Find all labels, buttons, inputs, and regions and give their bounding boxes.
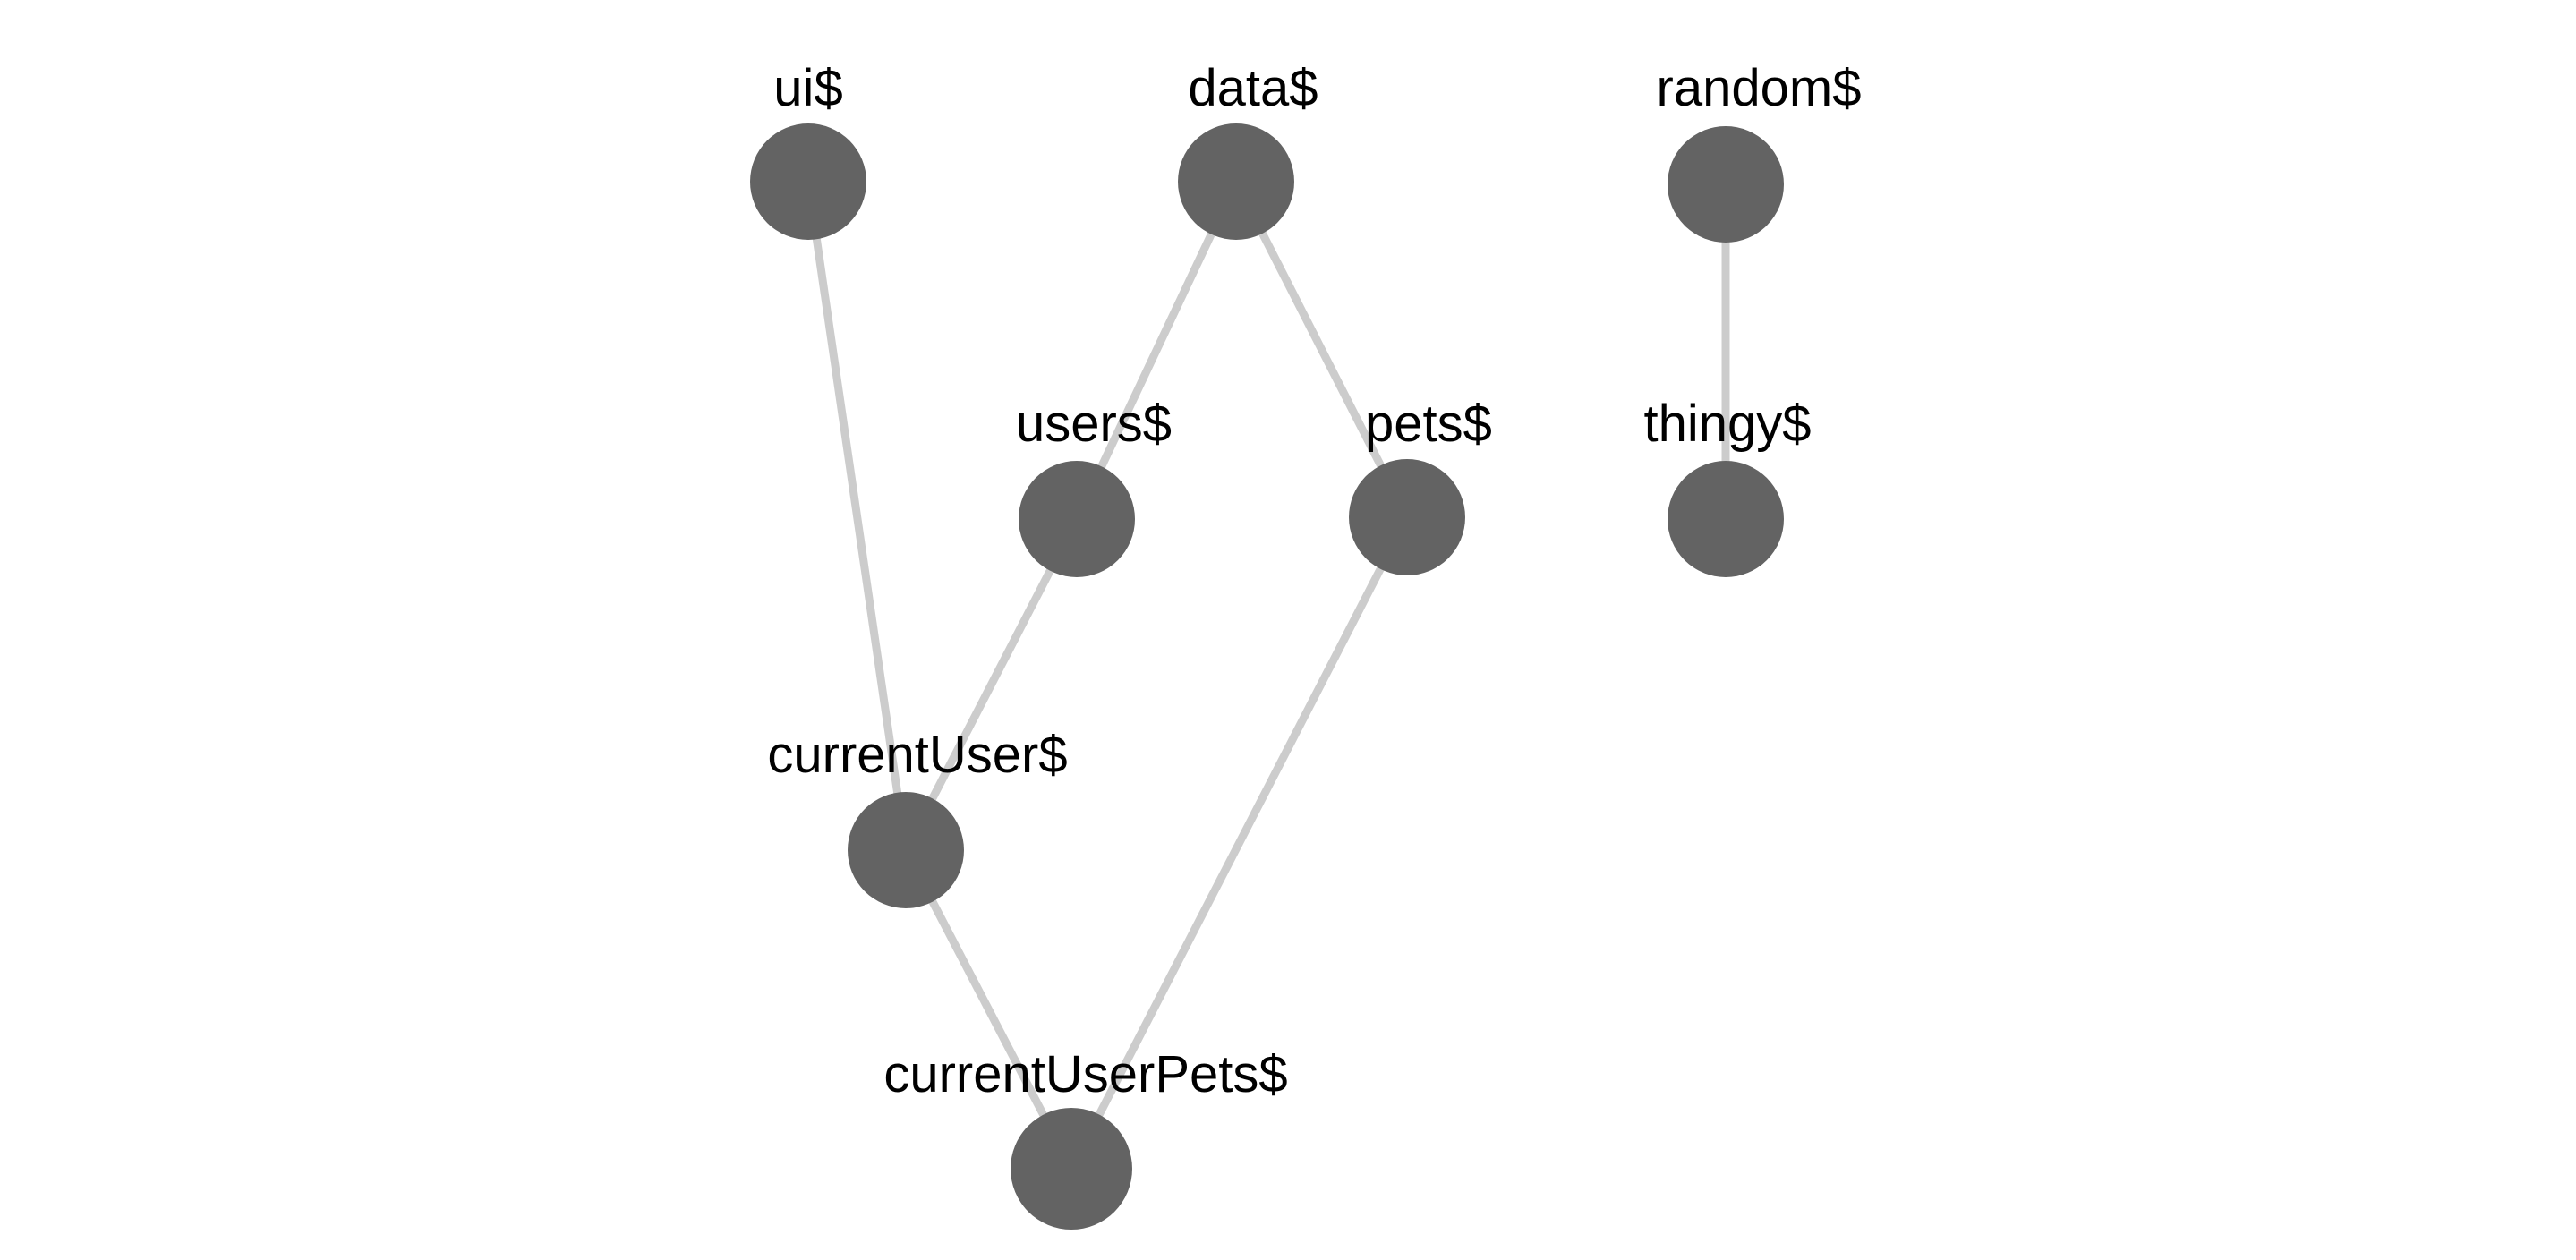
- graph-node-label-currentUserPets: currentUserPets$: [883, 1045, 1287, 1103]
- graph-edge-data-to-users[interactable]: [1072, 180, 1241, 521]
- graph-node-data[interactable]: [1178, 123, 1294, 240]
- graph-node-label-data: data$: [1188, 59, 1318, 117]
- graph-node-pets[interactable]: [1349, 459, 1465, 575]
- graph-edge-users-to-currentUser[interactable]: [902, 516, 1080, 853]
- graph-node-users[interactable]: [1019, 461, 1135, 577]
- graph-node-ui[interactable]: [750, 123, 866, 240]
- graph-node-label-pets: pets$: [1365, 395, 1492, 453]
- graph-node-label-ui: ui$: [773, 59, 842, 117]
- labels-layer: ui$ data$ random$ users$ pets$ thingy$ current…: [767, 59, 1861, 1103]
- graph-edge-data-to-pets[interactable]: [1232, 179, 1412, 520]
- edges-layer: [804, 179, 1730, 1171]
- graph-edge-ui-to-currentUser[interactable]: [804, 181, 910, 851]
- graph-node-currentUser[interactable]: [848, 792, 964, 908]
- graph-node-thingy[interactable]: [1668, 461, 1784, 577]
- graph-node-label-random: random$: [1657, 59, 1862, 117]
- graph-node-label-thingy: thingy$: [1643, 395, 1811, 453]
- graph-node-currentUserPets[interactable]: [1011, 1108, 1132, 1230]
- graph-node-label-currentUser: currentUser$: [767, 726, 1067, 784]
- graph-node-random[interactable]: [1668, 126, 1784, 243]
- nodes-layer: [750, 123, 1784, 1230]
- graph-node-label-users: users$: [1016, 395, 1172, 453]
- graph-edge-pets-to-currentUserPets[interactable]: [1067, 515, 1412, 1171]
